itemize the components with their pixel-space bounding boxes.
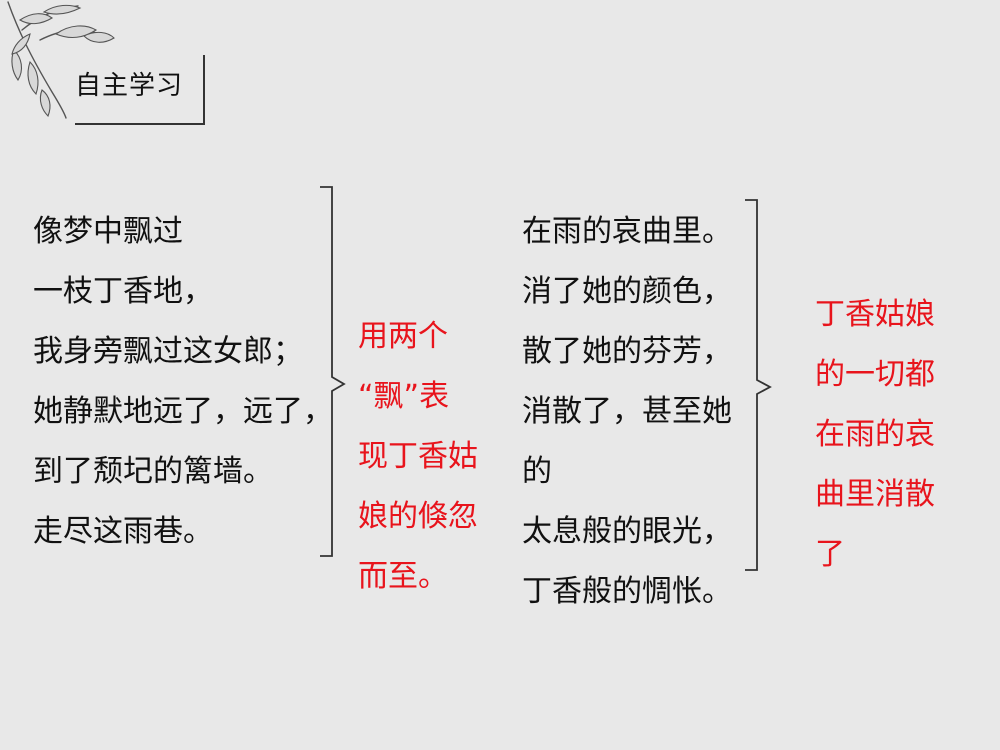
section-title-box: 自主学习 <box>75 55 205 125</box>
poem-line: 走尽这雨巷。 <box>33 514 213 549</box>
poem-right-column: 在雨的哀曲里。 消了她的颜色， 散了她的芬芳， 消散了，甚至她 的 太息般的眼光… <box>522 202 732 622</box>
section-title: 自主学习 <box>75 71 184 101</box>
poem-left-column: 像梦中飘过 一枝丁香地， 我身旁飘过这女郎； 她静默地远了，远了， 到了颓圮的篱… <box>33 202 333 562</box>
leaf-branch-decoration <box>7 1 115 119</box>
annotation-line: “飘”表 <box>358 379 450 414</box>
annotation-line: 丁香姑娘 <box>815 297 935 332</box>
annotation-right: 丁香姑娘 的一切都 在雨的哀 曲里消散 了 <box>815 285 935 585</box>
poem-line: 我身旁飘过这女郎； <box>33 334 303 369</box>
poem-line: 太息般的眼光， <box>522 514 732 549</box>
poem-line: 她静默地远了，远了， <box>33 394 333 429</box>
poem-line: 散了她的芬芳， <box>522 334 732 369</box>
annotation-line: 在雨的哀 <box>815 417 935 452</box>
annotation-middle: 用两个 “飘”表 现丁香姑 娘的倏忽 而至。 <box>358 307 478 607</box>
annotation-line: 了 <box>815 537 845 572</box>
annotation-line: 而至。 <box>358 559 448 594</box>
poem-line: 的 <box>522 454 552 489</box>
poem-line: 消了她的颜色， <box>522 274 732 309</box>
poem-line: 消散了，甚至她 <box>522 394 732 429</box>
poem-line: 到了颓圮的篱墙。 <box>33 454 273 489</box>
poem-line: 丁香般的惆怅。 <box>522 574 732 609</box>
annotation-line: 娘的倏忽 <box>358 499 478 534</box>
right-brace <box>745 199 772 571</box>
annotation-line: 的一切都 <box>815 357 935 392</box>
poem-line: 一枝丁香地， <box>33 274 213 309</box>
left-brace <box>320 186 346 557</box>
poem-line: 在雨的哀曲里。 <box>522 214 732 249</box>
annotation-line: 现丁香姑 <box>358 439 478 474</box>
annotation-line: 用两个 <box>358 319 448 354</box>
poem-line: 像梦中飘过 <box>33 214 183 249</box>
annotation-line: 曲里消散 <box>815 477 935 512</box>
